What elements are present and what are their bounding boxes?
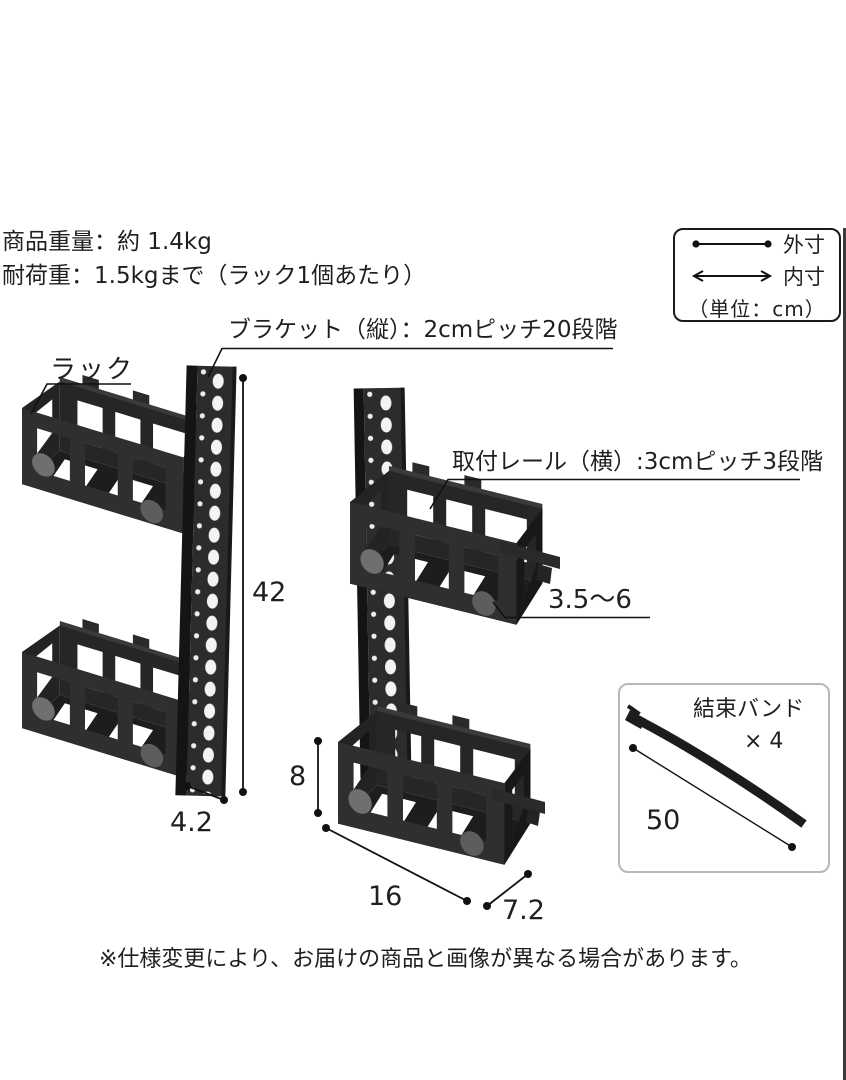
dim-16-line (325, 827, 468, 902)
dim-50-value: 50 (646, 805, 681, 836)
mounting-rail-hook-top (536, 564, 552, 584)
outer-dimension-line-icon (692, 239, 772, 248)
footnote-text: ※仕様変更により、お届けの商品と画像が異なる場合があります。 (99, 947, 752, 972)
load-capacity-text: 耐荷重：1.5kgまで（ラック1個あたり） (2, 263, 427, 289)
legend-outer-label: 外寸 (783, 232, 825, 257)
bracket-leader-line (207, 347, 613, 378)
dimension-lines (183, 374, 796, 910)
left-vertical-bracket (175, 365, 237, 797)
depth-range-label: 3.5～6 (548, 585, 632, 615)
rack-leader-line (30, 383, 131, 415)
dim-4-2-value: 4.2 (170, 807, 213, 838)
dim-50-line (632, 747, 793, 848)
cable-tie-qty-label: × 4 (744, 729, 784, 754)
mounting-rail-hook-bottom (526, 808, 540, 826)
dim-7-2-value: 7.2 (502, 895, 545, 926)
legend-unit-label: （単位：cm） (688, 296, 826, 321)
callout-leader-lines (30, 347, 800, 619)
dim-8-value: 8 (289, 761, 307, 792)
dim-4-2-line (186, 785, 225, 801)
depth-range-leader-line (492, 601, 650, 619)
rail-callout-label: 取付レール（横）:3cmピッチ3段階 (452, 449, 824, 475)
cable-tie-drawing (625, 704, 807, 828)
legend-inner-row: 内寸 (689, 261, 825, 291)
dim-16-value: 16 (368, 881, 403, 912)
bracket-callout-label: ブラケット（縦）：2cmピッチ20段階 (228, 317, 618, 343)
product-weight-text: 商品重量：約 1.4kg (2, 229, 212, 255)
cable-tie-box (618, 683, 830, 873)
rail-leader-line (429, 478, 800, 510)
legend-inner-label: 内寸 (783, 264, 825, 289)
left-assembly (22, 356, 237, 797)
dimension-legend-box: 外寸 内寸 （単位：cm） (673, 228, 841, 322)
dim-7-2-line (486, 873, 529, 907)
legend-outer-row: 外寸 (689, 229, 825, 259)
right-assembly (338, 387, 560, 872)
dim-42-value: 42 (252, 577, 287, 608)
rack-callout-label: ラック (50, 355, 135, 385)
mounting-rail-bottom (492, 788, 545, 814)
mounting-rail-top (500, 541, 560, 569)
page-edge-divider (843, 228, 846, 1080)
inner-dimension-arrow-icon (691, 269, 773, 282)
cable-tie-label: 結束バンド (693, 697, 805, 722)
